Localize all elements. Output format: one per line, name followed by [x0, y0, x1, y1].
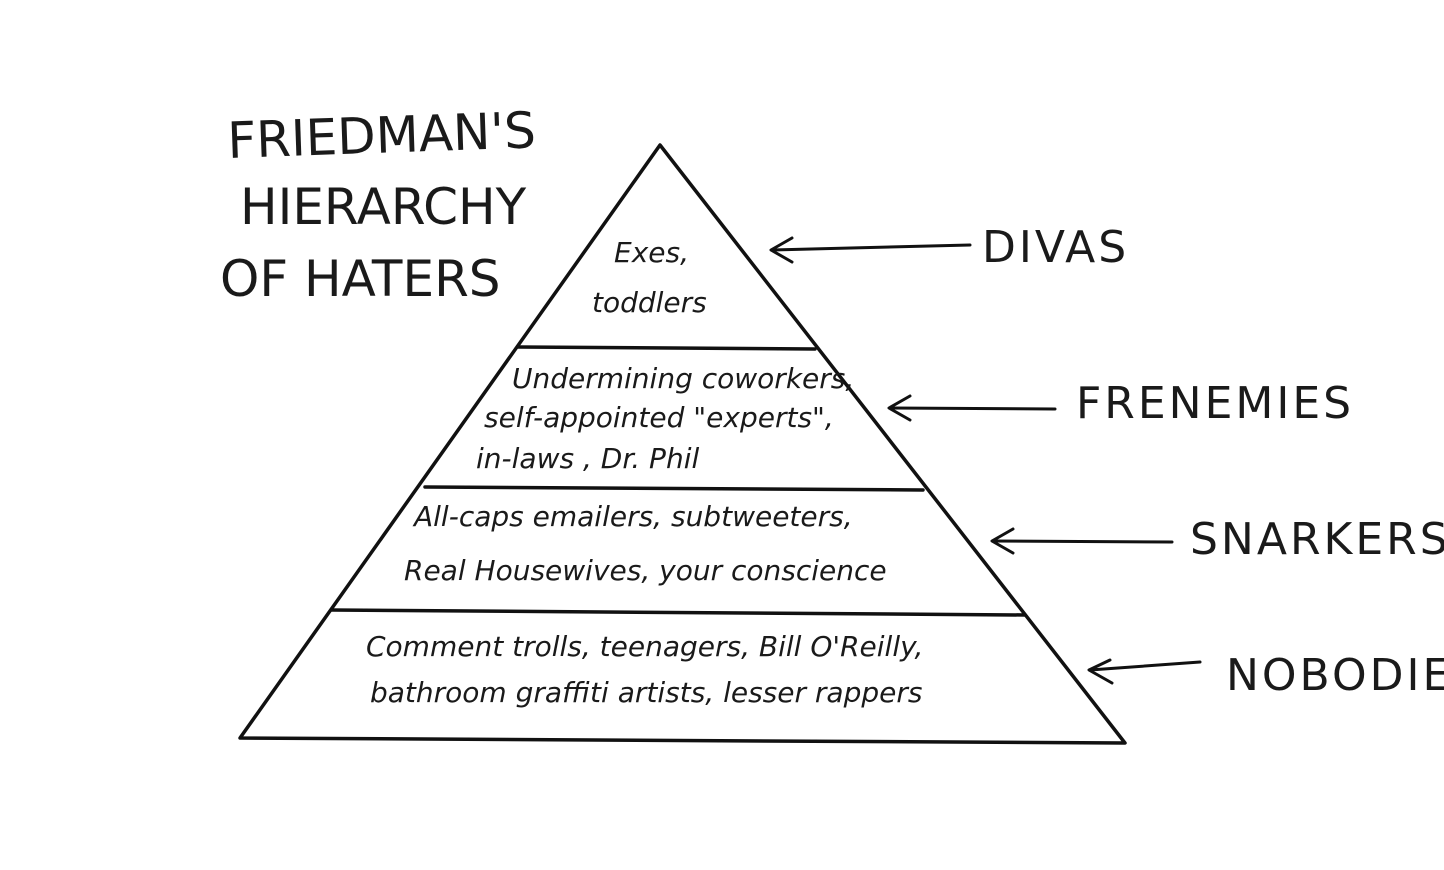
- title-line-1: FRIEDMAN'S: [226, 101, 536, 170]
- title-line-3: OF HATERS: [220, 250, 501, 308]
- tier-snarkers-line-2: Real Housewives, your conscience: [404, 554, 887, 587]
- tier-nobodies: Comment trolls, teenagers, Bill O'Reilly…: [366, 630, 923, 709]
- tier-nobodies-line-1: Comment trolls, teenagers, Bill O'Reilly…: [366, 630, 923, 663]
- arrow-frenemies-head: [887, 394, 912, 422]
- arrow-nobodies-shaft: [1088, 660, 1202, 672]
- label-divas: DIVAS: [769, 222, 1129, 273]
- label-frenemies: FRENEMIES: [887, 378, 1354, 429]
- arrow-nobodies-head: [1087, 658, 1114, 685]
- label-nobodies: NOBODIES: [1087, 650, 1444, 701]
- tier-divas-line-2: toddlers: [592, 286, 707, 319]
- level-label-divas: DIVAS: [982, 222, 1129, 273]
- diagram-title: FRIEDMAN'S HIERARCHY OF HATERS: [220, 101, 537, 308]
- tier-divas: Exes, toddlers: [592, 236, 707, 319]
- arrow-frenemies-shaft: [888, 406, 1057, 411]
- arrow-snarkers-head: [990, 527, 1015, 555]
- tier-divas-line-1: Exes,: [614, 236, 689, 269]
- tier-frenemies-line-3: in-laws , Dr. Phil: [476, 442, 699, 475]
- level-label-nobodies: NOBODIES: [1226, 650, 1444, 701]
- arrow-divas-shaft: [770, 243, 972, 252]
- tier-divider-3: [329, 608, 1027, 617]
- tier-divider-2: [423, 485, 925, 492]
- tier-frenemies-line-1: Undermining coworkers,: [512, 362, 854, 395]
- tier-snarkers: All-caps emailers, subtweeters, Real Hou…: [404, 500, 887, 587]
- tier-divider-1: [516, 345, 817, 351]
- arrow-divas-head: [769, 236, 794, 264]
- page-margin: [0, 0, 160, 870]
- arrow-snarkers-shaft: [991, 539, 1174, 544]
- title-line-2: HIERARCHY: [240, 178, 527, 236]
- level-label-snarkers: SNARKERS: [1190, 514, 1444, 565]
- pyramid-outline: [238, 143, 1127, 745]
- label-snarkers: SNARKERS: [990, 514, 1444, 565]
- tier-snarkers-line-1: All-caps emailers, subtweeters,: [412, 500, 853, 533]
- tier-frenemies: Undermining coworkers, self-appointed "e…: [476, 362, 854, 475]
- level-label-frenemies: FRENEMIES: [1076, 378, 1354, 429]
- tier-frenemies-line-2: self-appointed "experts",: [484, 401, 834, 434]
- pyramid: [238, 143, 1127, 745]
- tier-nobodies-line-2: bathroom graffiti artists, lesser rapper…: [370, 676, 922, 709]
